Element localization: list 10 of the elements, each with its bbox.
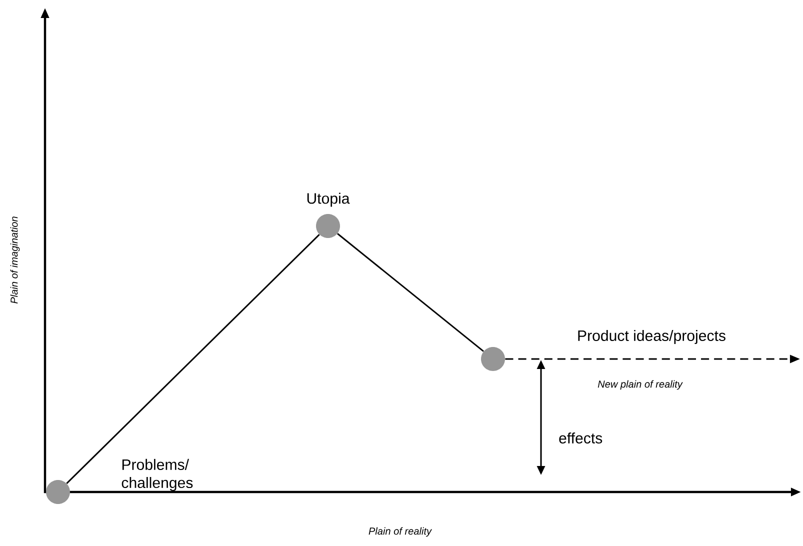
node-caption: Utopia: [307, 192, 350, 207]
circle-marker: [481, 347, 505, 371]
edge-label: Product ideas/projects: [576, 328, 728, 345]
axis-label: Plain of imagination: [10, 216, 20, 304]
node-caption: Problems/ challenges: [122, 458, 193, 492]
axis-label: Plain of reality: [368, 527, 432, 537]
connector: [66, 234, 320, 484]
axis-label: effects: [559, 432, 602, 444]
axis-label: New plain of reality: [598, 380, 683, 390]
connector: [337, 233, 484, 352]
